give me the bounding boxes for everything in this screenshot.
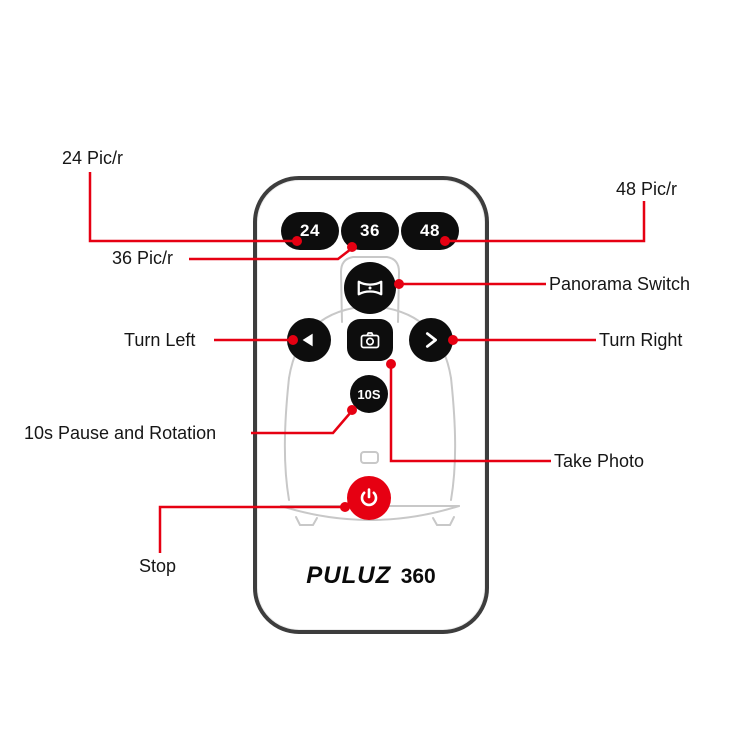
label-turn-left: Turn Left (124, 330, 196, 350)
label-36-pic: 36 Pic/r (112, 248, 174, 268)
panorama-icon (357, 280, 383, 296)
label-48-pic: 48 Pic/r (616, 179, 678, 199)
brand-name: PULUZ (306, 562, 392, 589)
pics-36-button[interactable]: 36 (341, 212, 399, 250)
turn-left-button[interactable] (287, 318, 331, 362)
take-photo-button[interactable] (347, 319, 393, 361)
power-icon (360, 488, 378, 507)
turn-right-button[interactable] (409, 318, 453, 362)
label-10s-pause-rotation: 10s Pause and Rotation (24, 423, 217, 443)
label-turn-right: Turn Right (599, 330, 683, 350)
label-panorama-switch: Panorama Switch (549, 274, 691, 294)
brand-logo: PULUZ 360 (253, 562, 489, 590)
panorama-switch-button[interactable] (344, 262, 396, 314)
stop-power-button[interactable] (347, 476, 391, 520)
brand-360: 360 (400, 565, 436, 588)
label-stop: Stop (139, 556, 177, 576)
camera-icon (360, 332, 380, 349)
turn-left-arrow-icon (302, 333, 313, 347)
pics-24-button[interactable]: 24 (281, 212, 339, 250)
pics-48-button[interactable]: 48 (401, 212, 459, 250)
label-24-pic: 24 Pic/r (62, 148, 124, 168)
label-take-photo: Take Photo (554, 451, 645, 471)
turn-right-arrow-icon (425, 332, 437, 348)
pause-10s-button[interactable]: 10S (350, 375, 388, 413)
